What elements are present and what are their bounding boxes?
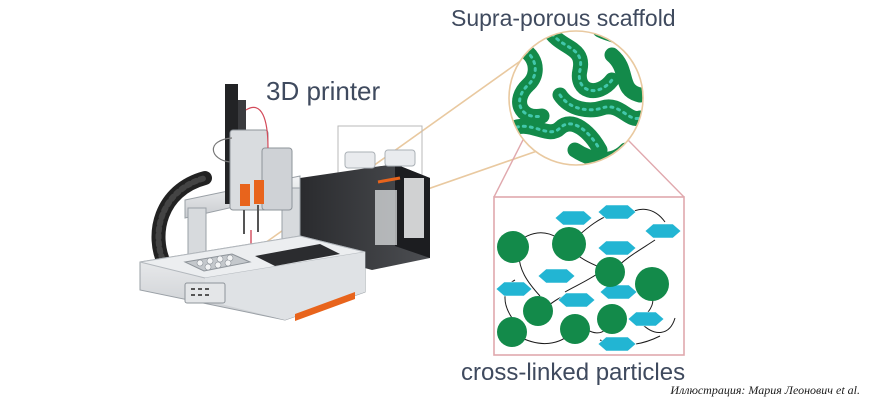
printer-label: 3D printer [266,76,381,106]
printer-illustration [139,84,430,321]
particles-zoom-box [493,196,685,356]
particles-label: cross-linked particles [461,359,686,386]
scaffold-zoom-circle [508,30,644,166]
scaffold-label: Supra-porous scaffold [451,5,676,31]
illustration-credit: Иллюстрация: Мария Леонович et al. [670,383,860,397]
zoom-lines-scaffold-to-particles [493,131,685,198]
